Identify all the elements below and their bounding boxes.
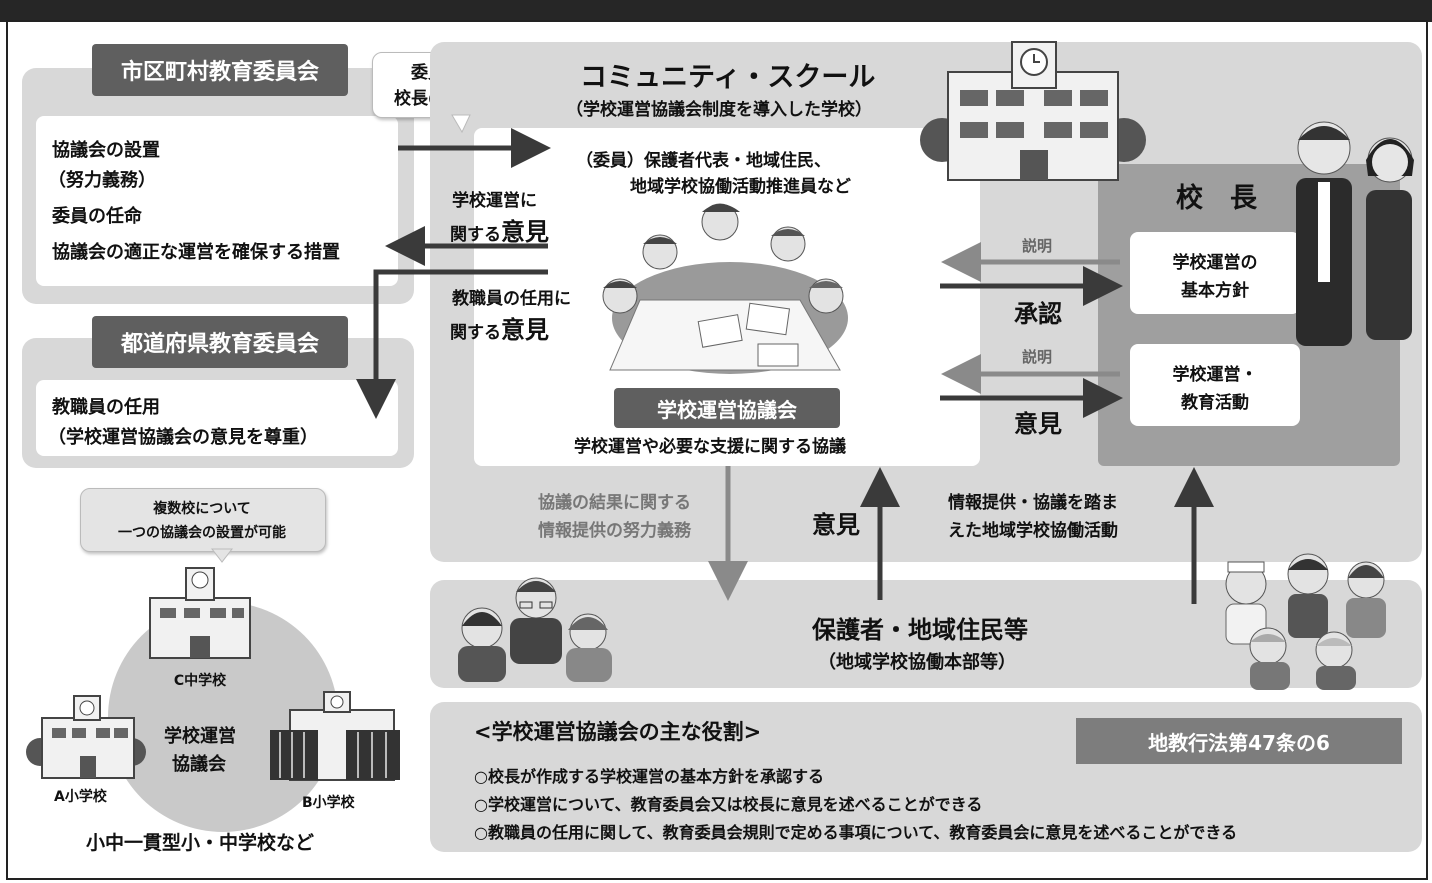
principal-title: 校 長 xyxy=(1176,183,1257,214)
policy-line1: 学校運営の xyxy=(1172,253,1258,273)
roles-title: <学校運営協議会の主な役割> xyxy=(474,720,762,744)
school-op-line2: 関する意見 xyxy=(450,212,549,247)
municipal-item-measures: 協議会の適正な運営を確保する措置 xyxy=(52,242,340,263)
municipal-item-setup: 協議会の設置 xyxy=(52,140,160,161)
arrow-staff-opinion xyxy=(356,269,548,419)
municipal-item-effort: （努力義務） xyxy=(48,170,156,191)
top-bar xyxy=(0,0,1432,22)
opinion-label: 意見 xyxy=(1014,410,1062,438)
multi-callout xyxy=(80,488,326,552)
explain2-label: 説明 xyxy=(1022,348,1053,366)
role-item-1: ○校長が作成する学校運営の基本方針を承認する xyxy=(474,767,824,786)
staff-op-line2: 関する意見 xyxy=(450,310,549,345)
activities-box xyxy=(1130,344,1300,426)
approve-label: 承認 xyxy=(1014,300,1062,328)
council-desc: 学校運営や必要な支援に関する協議 xyxy=(574,437,846,457)
school-building-icon xyxy=(920,41,1146,181)
prefectural-item-hire: 教職員の任用 xyxy=(52,397,160,418)
school-op-line1: 学校運営に xyxy=(452,191,537,211)
a-school-label: A小学校 xyxy=(54,789,107,805)
guardians-left-icon xyxy=(458,577,612,682)
law-label: 地教行法第47条の6 xyxy=(1148,730,1330,755)
law-box: 地教行法第47条の6 xyxy=(1076,718,1402,764)
activities-line1: 学校運営・ xyxy=(1172,365,1258,385)
appoint-callout-tail xyxy=(451,114,471,134)
role-item-2: ○学校運営について、教育委員会又は校長に意見を述べることができる xyxy=(474,795,983,814)
info-provision-line2: えた地域学校協働活動 xyxy=(948,521,1118,541)
a-school-building-icon xyxy=(26,695,146,779)
staff-op-kanji: 関する xyxy=(450,323,501,343)
council-meeting-icon xyxy=(602,203,848,374)
result-info-line2: 情報提供の努力義務 xyxy=(538,521,691,541)
info-provision-line1: 情報提供・協議を踏ま xyxy=(948,493,1118,513)
members-line1: （委員）保護者代表・地域住民、 xyxy=(576,151,831,171)
prefectural-body xyxy=(36,380,398,456)
school-op-kanji: 関する xyxy=(450,225,501,245)
circle-center-line1: 学校運営 xyxy=(164,726,236,747)
principal-figures-icon xyxy=(1296,121,1414,346)
prefectural-item-respect: （学校運営協議会の意見を尊重） xyxy=(48,427,318,448)
community-title: コミュニティ・スクール xyxy=(580,62,876,93)
community-subtitle: （学校運営協議会制度を導入した学校） xyxy=(566,100,872,120)
b-school-building-icon xyxy=(270,691,400,781)
policy-line2: 基本方針 xyxy=(1181,281,1249,301)
multi-callout-tail xyxy=(210,548,234,563)
explain1-label: 説明 xyxy=(1022,237,1053,255)
result-info-line1: 協議の結果に関する xyxy=(538,493,691,513)
guardians-title: 保護者・地域住民等 xyxy=(812,616,1028,644)
school-op-iken: 意見 xyxy=(501,218,549,246)
role-item-3: ○教職員の任用に関して、教育委員会規則で定める事項について、教育委員会に意見を述… xyxy=(474,823,1238,842)
multi-caption: 小中一貫型小・中学校など xyxy=(86,832,315,854)
multi-callout-line2: 一つの協議会の設置が可能 xyxy=(118,525,286,541)
b-school-label: B小学校 xyxy=(302,795,355,811)
opinion-up-label: 意見 xyxy=(812,511,860,539)
activities-line2: 教育活動 xyxy=(1181,393,1249,413)
municipal-body xyxy=(36,116,398,286)
circle-center-line2: 協議会 xyxy=(172,754,226,775)
policy-box xyxy=(1130,232,1300,314)
municipal-header: 市区町村教育委員会 xyxy=(92,44,348,96)
council-label: 学校運営協議会 xyxy=(614,388,840,428)
municipal-item-appoint: 委員の任命 xyxy=(52,206,142,227)
members-line2: 地域学校協働活動推進員など xyxy=(630,177,851,197)
prefectural-header: 都道府県教育委員会 xyxy=(92,316,348,368)
c-school-label: C中学校 xyxy=(173,673,227,689)
staff-op-line1: 教職員の任用に xyxy=(452,289,571,309)
guardians-right-icon xyxy=(1225,553,1386,690)
guardians-subtitle: （地域学校協働本部等） xyxy=(818,652,1016,673)
c-school-building-icon xyxy=(149,567,251,659)
multi-callout-line1: 複数校について xyxy=(153,501,251,517)
staff-op-iken: 意見 xyxy=(501,316,549,344)
